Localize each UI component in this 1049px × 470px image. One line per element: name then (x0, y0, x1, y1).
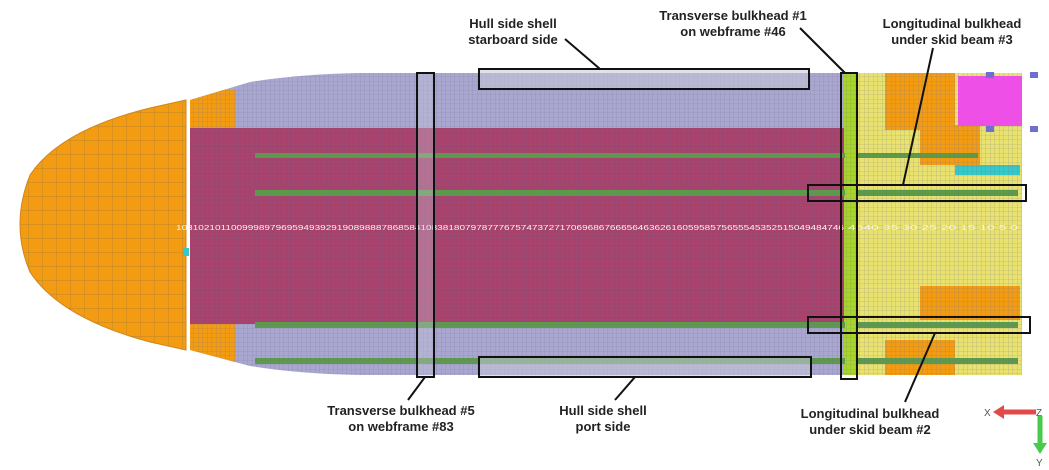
transverse-bulkhead-1-box (840, 72, 858, 380)
hull-body (190, 73, 1022, 375)
highlight-boxes (416, 68, 1031, 380)
label-line: Hull side shell (469, 16, 557, 31)
label-line: starboard side (468, 32, 558, 47)
label-line: under skid beam #3 (891, 32, 1013, 47)
frame-numbers: 1031021011009998979695949392919089888786… (176, 223, 844, 232)
bow-cone (19, 99, 187, 351)
label-line: Hull side shell (559, 403, 647, 418)
label-line: Transverse bulkhead #1 (659, 8, 807, 23)
label-hull-starboard: Hull side shell starboard side (448, 16, 578, 48)
skid-beam-block (958, 72, 1038, 132)
axis-z-label: Z (1036, 408, 1042, 419)
label-line: under skid beam #2 (809, 422, 931, 437)
node-marker (183, 248, 189, 256)
hull-starboard-box (478, 68, 810, 90)
transverse-bulkhead-5-box (416, 72, 435, 378)
label-transverse-bulkhead-5: Transverse bulkhead #5 on webframe #83 (316, 403, 486, 435)
label-longitudinal-bulkhead-3: Longitudinal bulkhead under skid beam #3 (872, 16, 1032, 48)
leader-lines (407, 27, 936, 403)
label-longitudinal-bulkhead-2: Longitudinal bulkhead under skid beam #2 (790, 406, 950, 438)
axis-x-label: X (984, 408, 991, 419)
label-hull-port: Hull side shell port side (538, 403, 668, 435)
longitudinal-bulkhead-3-box (807, 184, 1027, 202)
axis-triad: X Z Y (984, 405, 1047, 469)
label-line: on webframe #46 (680, 24, 786, 39)
longitudinal-bulkhead-2-box (807, 316, 1031, 334)
label-line: Longitudinal bulkhead (800, 406, 940, 421)
label-line: Transverse bulkhead #5 (327, 403, 475, 418)
label-transverse-bulkhead-1: Transverse bulkhead #1 on webframe #46 (648, 8, 818, 40)
label-line: Longitudinal bulkhead (882, 16, 1022, 31)
label-line: port side (575, 419, 631, 434)
frame-numbers-aft: 4540 35 30 25 20 15 10 5 0 (848, 223, 1018, 232)
hull-port-box (478, 356, 812, 378)
axis-y-label: Y (1036, 458, 1043, 469)
label-line: on webframe #83 (348, 419, 454, 434)
